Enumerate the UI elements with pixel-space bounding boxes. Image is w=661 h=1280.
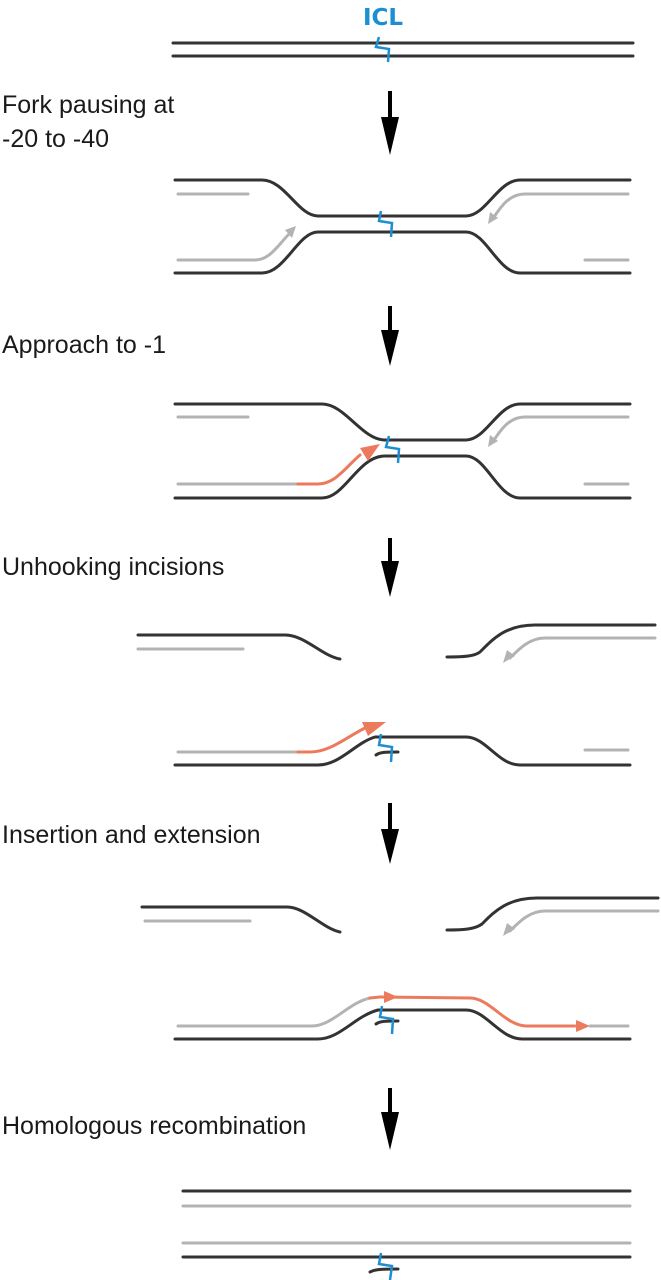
nascent-arrowhead (488, 435, 498, 447)
down-arrow-icon (381, 1112, 399, 1150)
step-label-insertion: Insertion and extension (2, 821, 261, 849)
parental-strand-top-right (445, 623, 657, 659)
step-label-approach: Approach to -1 (2, 331, 166, 359)
parental-strand-bottom (173, 735, 632, 767)
step-arrow-3 (381, 538, 399, 597)
unhooked-adduct (374, 750, 400, 757)
extension-strand (296, 453, 362, 486)
step-arrow-1 (381, 91, 399, 155)
down-arrow-icon (381, 829, 399, 864)
parental-strand-bottom (173, 1008, 632, 1041)
stage-approach (173, 402, 632, 500)
parental-strand-top (173, 178, 632, 218)
nascent-arrowhead (285, 226, 296, 238)
step-arrow-2 (381, 306, 399, 366)
step-arrow-4 (381, 803, 399, 864)
step-label-homologous-recombination: Homologous recombination (2, 1112, 306, 1140)
parental-strand-top-right (445, 896, 660, 932)
down-arrow-icon (381, 330, 399, 366)
nascent-strand-leading-right (508, 636, 657, 660)
extension-arrowhead (384, 991, 398, 1003)
stage-insertion-extension (140, 896, 660, 1041)
extension-arrowhead (360, 444, 380, 461)
stage-repaired (181, 1189, 632, 1280)
extension-arrowhead (362, 722, 386, 736)
nascent-arrowhead (488, 212, 498, 224)
crosslink-icon (374, 36, 391, 63)
nascent-strand-leading-right (492, 415, 630, 442)
extension-strand (368, 995, 577, 1028)
unhooked-adduct (374, 1019, 400, 1026)
extension-strand (296, 726, 367, 754)
down-arrow-icon (381, 561, 399, 597)
step-label-fork-pausing-1: Fork pausing at (2, 91, 174, 119)
down-arrow-icon (381, 117, 399, 155)
icl-title: ICL (363, 5, 403, 31)
stage-intact-duplex: ICL (171, 5, 635, 63)
unhooked-adduct (368, 1267, 400, 1274)
nascent-strand-leading-left (176, 231, 292, 262)
nascent-arrowhead (503, 650, 515, 663)
nascent-strand-leading-right (508, 909, 660, 933)
crosslink-icon (377, 733, 394, 763)
crosslink-icon (377, 210, 394, 238)
parental-strand-top-left (136, 633, 342, 661)
nascent-strand-leading-right (492, 192, 630, 219)
stage-converged-forks (173, 178, 632, 275)
crosslink-icon (378, 1005, 395, 1035)
stage-unhooking (136, 623, 657, 767)
parental-strand-bottom (173, 454, 632, 500)
step-label-fork-pausing-2: -20 to -40 (2, 125, 109, 153)
crosslink-icon (384, 435, 401, 464)
parental-strand-bottom (173, 230, 632, 275)
nascent-arrowhead (503, 923, 515, 936)
parental-strand-top (173, 402, 632, 442)
nascent-strand-leading (176, 996, 372, 1028)
crosslink-icon (377, 1252, 394, 1280)
step-label-unhooking: Unhooking incisions (2, 553, 224, 581)
step-arrow-5 (381, 1088, 399, 1150)
parental-strand-top-left (140, 905, 342, 934)
extension-arrowhead (576, 1020, 590, 1032)
